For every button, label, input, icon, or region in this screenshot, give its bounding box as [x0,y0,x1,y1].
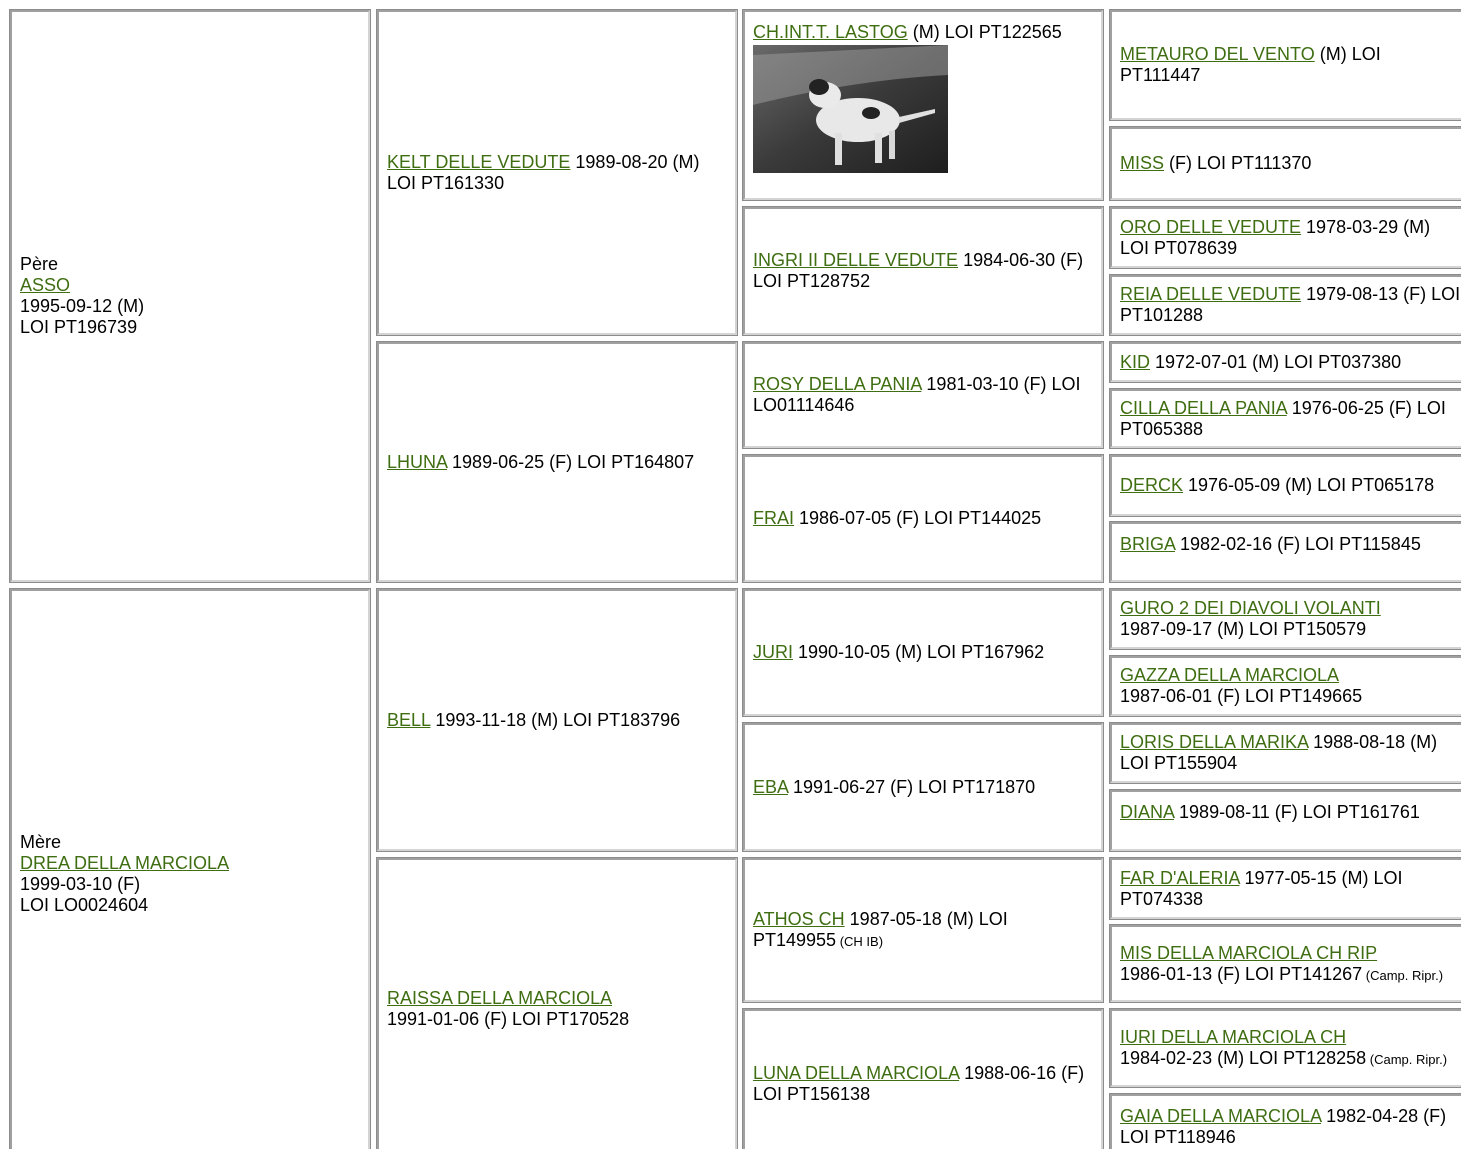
bell-details: 1993-11-18 (M) LOI PT183796 [430,709,681,730]
briga-details: 1982-02-16 (F) LOI PT115845 [1175,534,1421,554]
athos-link[interactable]: ATHOS CH [753,909,845,929]
cilla-link[interactable]: CILLA DELLA PANIA [1120,397,1287,418]
dam-cell: Mère DREA DELLA MARCIOLA 1999-03-10 (F) … [9,588,371,1149]
diana-details: 1989-08-11 (F) LOI PT161761 [1174,802,1420,822]
kelt-details: 1989-08-20 (M) LOI PT161330 [387,151,700,193]
juri-details: 1990-10-05 (M) LOI PT167962 [793,642,1045,662]
kid-details: 1972-07-01 (M) LOI PT037380 [1150,351,1402,372]
lastog-link[interactable]: CH.INT.T. LASTOG [753,22,908,42]
gen3-athos-cell: ATHOS CH 1987-05-18 (M) LOI PT149955 (CH… [742,857,1104,1003]
metauro-details: (M) LOI PT111447 [1120,44,1381,85]
diana-link[interactable]: DIANA [1120,802,1175,822]
gen4-briga-cell: BRIGA 1982-02-16 (F) LOI PT115845 [1109,521,1461,583]
gen4-miss-cell: MISS (F) LOI PT111370 [1109,126,1461,201]
raissa-details: 1991-01-06 (F) LOI PT170528 [387,1008,630,1029]
gaia-link[interactable]: GAIA DELLA MARCIOLA [1120,1106,1322,1126]
dog-photo[interactable] [753,45,948,173]
mis-title-note: (Camp. Ripr.) [1362,967,1444,983]
grandsire-maternal-cell: BELL 1993-11-18 (M) LOI PT183796 [376,588,738,852]
gen4-oro-cell: ORO DELLE VEDUTE 1978-03-29 (M) LOI PT07… [1109,206,1461,269]
bell-link[interactable]: BELL [387,709,431,730]
briga-link[interactable]: BRIGA [1120,534,1176,554]
juri-link[interactable]: JURI [753,642,793,662]
derck-details: 1976-05-09 (M) LOI PT065178 [1183,475,1435,495]
lhuna-link[interactable]: LHUNA [387,451,448,472]
gen3-eba-cell: EBA 1991-06-27 (F) LOI PT171870 [742,722,1104,852]
far-link[interactable]: FAR D'ALERIA [1120,867,1240,888]
dam-link[interactable]: DREA DELLA MARCIOLA [20,853,230,873]
dam-label: Mère [20,832,62,852]
athos-details: 1987-05-18 (M) LOI PT149955 [753,909,1008,950]
sire-link[interactable]: ASSO [20,275,71,295]
mis-link[interactable]: MIS DELLA MARCIOLA CH RIP [1120,942,1378,963]
gen4-far-cell: FAR D'ALERIA 1977-05-15 (M) LOI PT074338 [1109,857,1461,920]
sire-dob-sex: 1995-09-12 (M) [20,296,145,316]
granddam-paternal-cell: LHUNA 1989-06-25 (F) LOI PT164807 [376,341,738,583]
gen3-frai-cell: FRAI 1986-07-05 (F) LOI PT144025 [742,454,1104,583]
gazza-link[interactable]: GAZZA DELLA MARCIOLA [1120,665,1340,685]
sire-cell: Père ASSO 1995-09-12 (M) LOI PT196739 [9,9,371,583]
loris-link[interactable]: LORIS DELLA MARIKA [1120,732,1309,752]
mis-details: 1986-01-13 (F) LOI PT141267 [1120,963,1363,984]
gen4-loris-cell: LORIS DELLA MARIKA 1988-08-18 (M) LOI PT… [1109,722,1461,784]
gen4-derck-cell: DERCK 1976-05-09 (M) LOI PT065178 [1109,454,1461,517]
miss-details: (F) LOI PT111370 [1164,153,1312,173]
kelt-link[interactable]: KELT DELLE VEDUTE [387,151,571,172]
gen4-reia-cell: REIA DELLE VEDUTE 1979-08-13 (F) LOI PT1… [1109,274,1461,336]
iuri-title-note: (Camp. Ripr.) [1366,1052,1448,1067]
dam-registration: LOI LO0024604 [20,895,149,915]
gen3-luna-cell: LUNA DELLA MARCIOLA 1988-06-16 (F) LOI P… [742,1008,1104,1149]
gaia-details: 1982-04-28 (F) LOI PT118946 [1120,1106,1447,1147]
frai-details: 1986-07-05 (F) LOI PT144025 [794,508,1042,528]
luna-details: 1988-06-16 (F) LOI PT156138 [753,1063,1085,1104]
gen4-diana-cell: DIANA 1989-08-11 (F) LOI PT161761 [1109,789,1461,852]
guro-link[interactable]: GURO 2 DEI DIAVOLI VOLANTI [1120,598,1381,618]
eba-link[interactable]: EBA [753,776,789,797]
reia-details: 1979-08-13 (F) LOI PT101288 [1120,284,1461,325]
ingri-details: 1984-06-30 (F) LOI PT128752 [753,250,1084,291]
oro-details: 1978-03-29 (M) LOI PT078639 [1120,216,1431,258]
loris-details: 1988-08-18 (M) LOI PT155904 [1120,732,1438,773]
ingri-link[interactable]: INGRI II DELLE VEDUTE [753,250,959,270]
oro-link[interactable]: ORO DELLE VEDUTE [1120,216,1302,237]
gen3-ingri-cell: INGRI II DELLE VEDUTE 1984-06-30 (F) LOI… [742,206,1104,336]
gen4-metauro-cell: METAURO DEL VENTO (M) LOI PT111447 [1109,9,1461,121]
far-details: 1977-05-15 (M) LOI PT074338 [1120,867,1403,909]
derck-link[interactable]: DERCK [1120,475,1184,495]
sire-label: Père [20,254,59,274]
gen4-kid-cell: KID 1972-07-01 (M) LOI PT037380 [1109,341,1461,383]
iuri-link[interactable]: IURI DELLA MARCIOLA CH [1120,1027,1347,1047]
iuri-details: 1984-02-23 (M) LOI PT128258 [1120,1048,1367,1068]
grandsire-paternal-cell: KELT DELLE VEDUTE 1989-08-20 (M) LOI PT1… [376,9,738,336]
gen3-lastog-cell: CH.INT.T. LASTOG (M) LOI PT122565 [742,9,1104,201]
gen3-juri-cell: JURI 1990-10-05 (M) LOI PT167962 [742,588,1104,717]
gazza-details: 1987-06-01 (F) LOI PT149665 [1120,686,1363,706]
lhuna-details: 1989-06-25 (F) LOI PT164807 [447,451,695,472]
rosy-details: 1981-03-10 (F) LOI LO01114646 [753,374,1081,415]
eba-details: 1991-06-27 (F) LOI PT171870 [788,776,1036,797]
rosy-link[interactable]: ROSY DELLA PANIA [753,374,922,394]
frai-link[interactable]: FRAI [753,508,795,528]
cilla-details: 1976-06-25 (F) LOI PT065388 [1120,397,1446,439]
lastog-details: (M) LOI PT122565 [907,22,1062,42]
gen4-gaia-cell: GAIA DELLA MARCIOLA 1982-04-28 (F) LOI P… [1109,1093,1461,1149]
athos-title-note: (CH IB) [836,934,884,949]
gen3-rosy-cell: ROSY DELLA PANIA 1981-03-10 (F) LOI LO01… [742,341,1104,449]
miss-link[interactable]: MISS [1120,153,1165,173]
dam-dob-sex: 1999-03-10 (F) [20,874,141,894]
luna-link[interactable]: LUNA DELLA MARCIOLA [753,1063,960,1083]
kid-link[interactable]: KID [1120,351,1151,372]
gen4-cilla-cell: CILLA DELLA PANIA 1976-06-25 (F) LOI PT0… [1109,388,1461,449]
reia-link[interactable]: REIA DELLE VEDUTE [1120,284,1302,304]
raissa-link[interactable]: RAISSA DELLA MARCIOLA [387,987,613,1008]
guro-details: 1987-09-17 (M) LOI PT150579 [1120,619,1367,639]
sire-registration: LOI PT196739 [20,317,138,337]
metauro-link[interactable]: METAURO DEL VENTO [1120,44,1315,64]
